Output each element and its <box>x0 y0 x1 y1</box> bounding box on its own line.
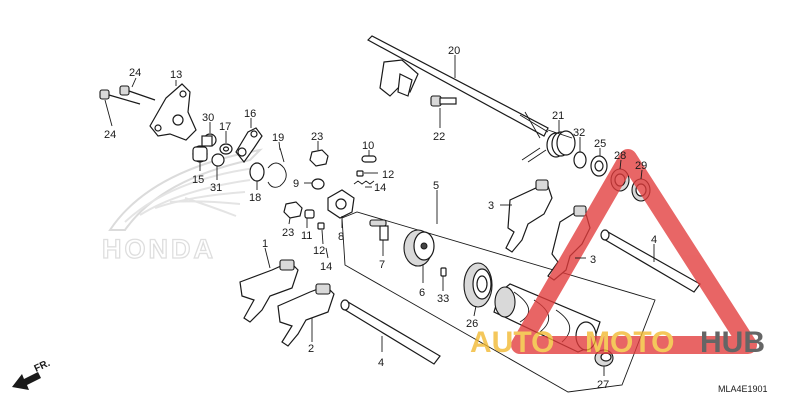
callout-11: 11 <box>301 230 312 242</box>
part-23-bolt-lower <box>283 201 303 219</box>
callout-18: 18 <box>249 192 261 204</box>
callout-17: 17 <box>219 121 231 133</box>
callout-19: 19 <box>272 132 284 144</box>
callout-15: 15 <box>192 174 204 186</box>
part-11-pin <box>304 209 315 219</box>
part-24-bolts <box>99 85 156 105</box>
part-7-bolt <box>369 219 389 241</box>
callout-33: 33 <box>437 293 449 305</box>
leader-lines <box>104 55 655 376</box>
callout-12-upper: 12 <box>382 169 394 181</box>
callout-1: 1 <box>262 238 268 250</box>
callout-12-lower: 12 <box>313 245 325 257</box>
callout-7: 7 <box>379 259 385 271</box>
callout-10: 10 <box>362 140 374 152</box>
part-10-pin-upper <box>361 155 377 163</box>
callout-9: 9 <box>293 178 299 190</box>
part-2-shift-fork <box>277 283 335 347</box>
callout-4-right: 4 <box>651 234 657 246</box>
callout-16: 16 <box>244 108 256 120</box>
part-17-washer <box>219 143 233 155</box>
watermark-moto: MOTO <box>585 326 674 359</box>
front-direction-label: FR. <box>33 358 52 375</box>
part-6-drum-plate <box>403 229 435 267</box>
callout-23-lower: 23 <box>282 227 294 239</box>
callout-20: 20 <box>448 45 460 57</box>
callout-14-lower: 14 <box>320 261 332 273</box>
callout-3-lower: 3 <box>590 254 596 266</box>
callout-32: 32 <box>573 127 585 139</box>
callout-28: 28 <box>614 150 626 162</box>
part-25-washer <box>590 155 608 177</box>
part-3-shift-fork-upper <box>505 179 553 253</box>
callout-31: 31 <box>210 182 222 194</box>
callout-23-upper: 23 <box>311 131 323 143</box>
honda-wing-logo: HONDA <box>101 148 263 265</box>
part-19-spring <box>267 147 287 188</box>
part-21-return-spring <box>521 129 576 163</box>
part-12-pin-lower <box>317 222 325 230</box>
part-9-washer <box>311 178 325 190</box>
assembly-frame <box>341 211 656 393</box>
callout-2: 2 <box>308 343 314 355</box>
part-26-bearing <box>463 262 493 308</box>
callout-26: 26 <box>466 318 478 330</box>
callout-14-upper: 14 <box>374 182 386 194</box>
part-4-fork-shaft-lower <box>340 299 441 365</box>
callout-24-lower: 24 <box>104 129 116 141</box>
callout-25: 25 <box>594 138 606 150</box>
automotohub-watermark: AUTO MOTO HUB <box>470 149 765 359</box>
callout-3-upper: 3 <box>488 200 494 212</box>
callout-5: 5 <box>433 180 439 192</box>
part-22-bolt <box>430 95 457 107</box>
part-33-pin <box>440 267 447 277</box>
front-direction-indicator: FR. <box>12 358 52 390</box>
part-30-collar <box>201 133 217 147</box>
front-arrow-icon <box>12 372 41 390</box>
callout-13: 13 <box>170 69 182 81</box>
part-12-pin-upper <box>356 170 364 177</box>
callout-21: 21 <box>552 110 564 122</box>
callout-24-upper: 24 <box>129 67 141 79</box>
part-8-drum-center <box>327 189 355 219</box>
part-1-shift-fork <box>239 259 299 323</box>
diagram-code: MLA4E1901 <box>718 384 768 394</box>
callout-numbers: 1 2 3 3 4 4 5 6 7 8 9 10 11 12 12 13 14 … <box>104 45 657 391</box>
callout-27: 27 <box>597 379 609 391</box>
watermark-auto: AUTO <box>470 326 554 359</box>
watermark-hub: HUB <box>700 326 765 359</box>
callout-30: 30 <box>202 112 214 124</box>
callout-6: 6 <box>419 287 425 299</box>
callout-4-lower: 4 <box>378 357 384 369</box>
part-31-collar <box>211 153 225 167</box>
part-16-stopper-arm <box>235 127 263 163</box>
callout-29: 29 <box>635 160 647 172</box>
part-32-circlip <box>573 151 587 169</box>
part-23-bolt-upper <box>309 149 329 167</box>
part-13-stopper-plate <box>149 83 197 141</box>
callout-22: 22 <box>433 131 445 143</box>
part-14-spring-upper <box>353 180 375 185</box>
part-15-roller <box>192 145 208 163</box>
callout-8: 8 <box>338 231 344 243</box>
part-20-shift-spindle <box>367 35 549 139</box>
honda-wordmark: HONDA <box>102 234 216 264</box>
part-18-collar <box>249 162 265 182</box>
